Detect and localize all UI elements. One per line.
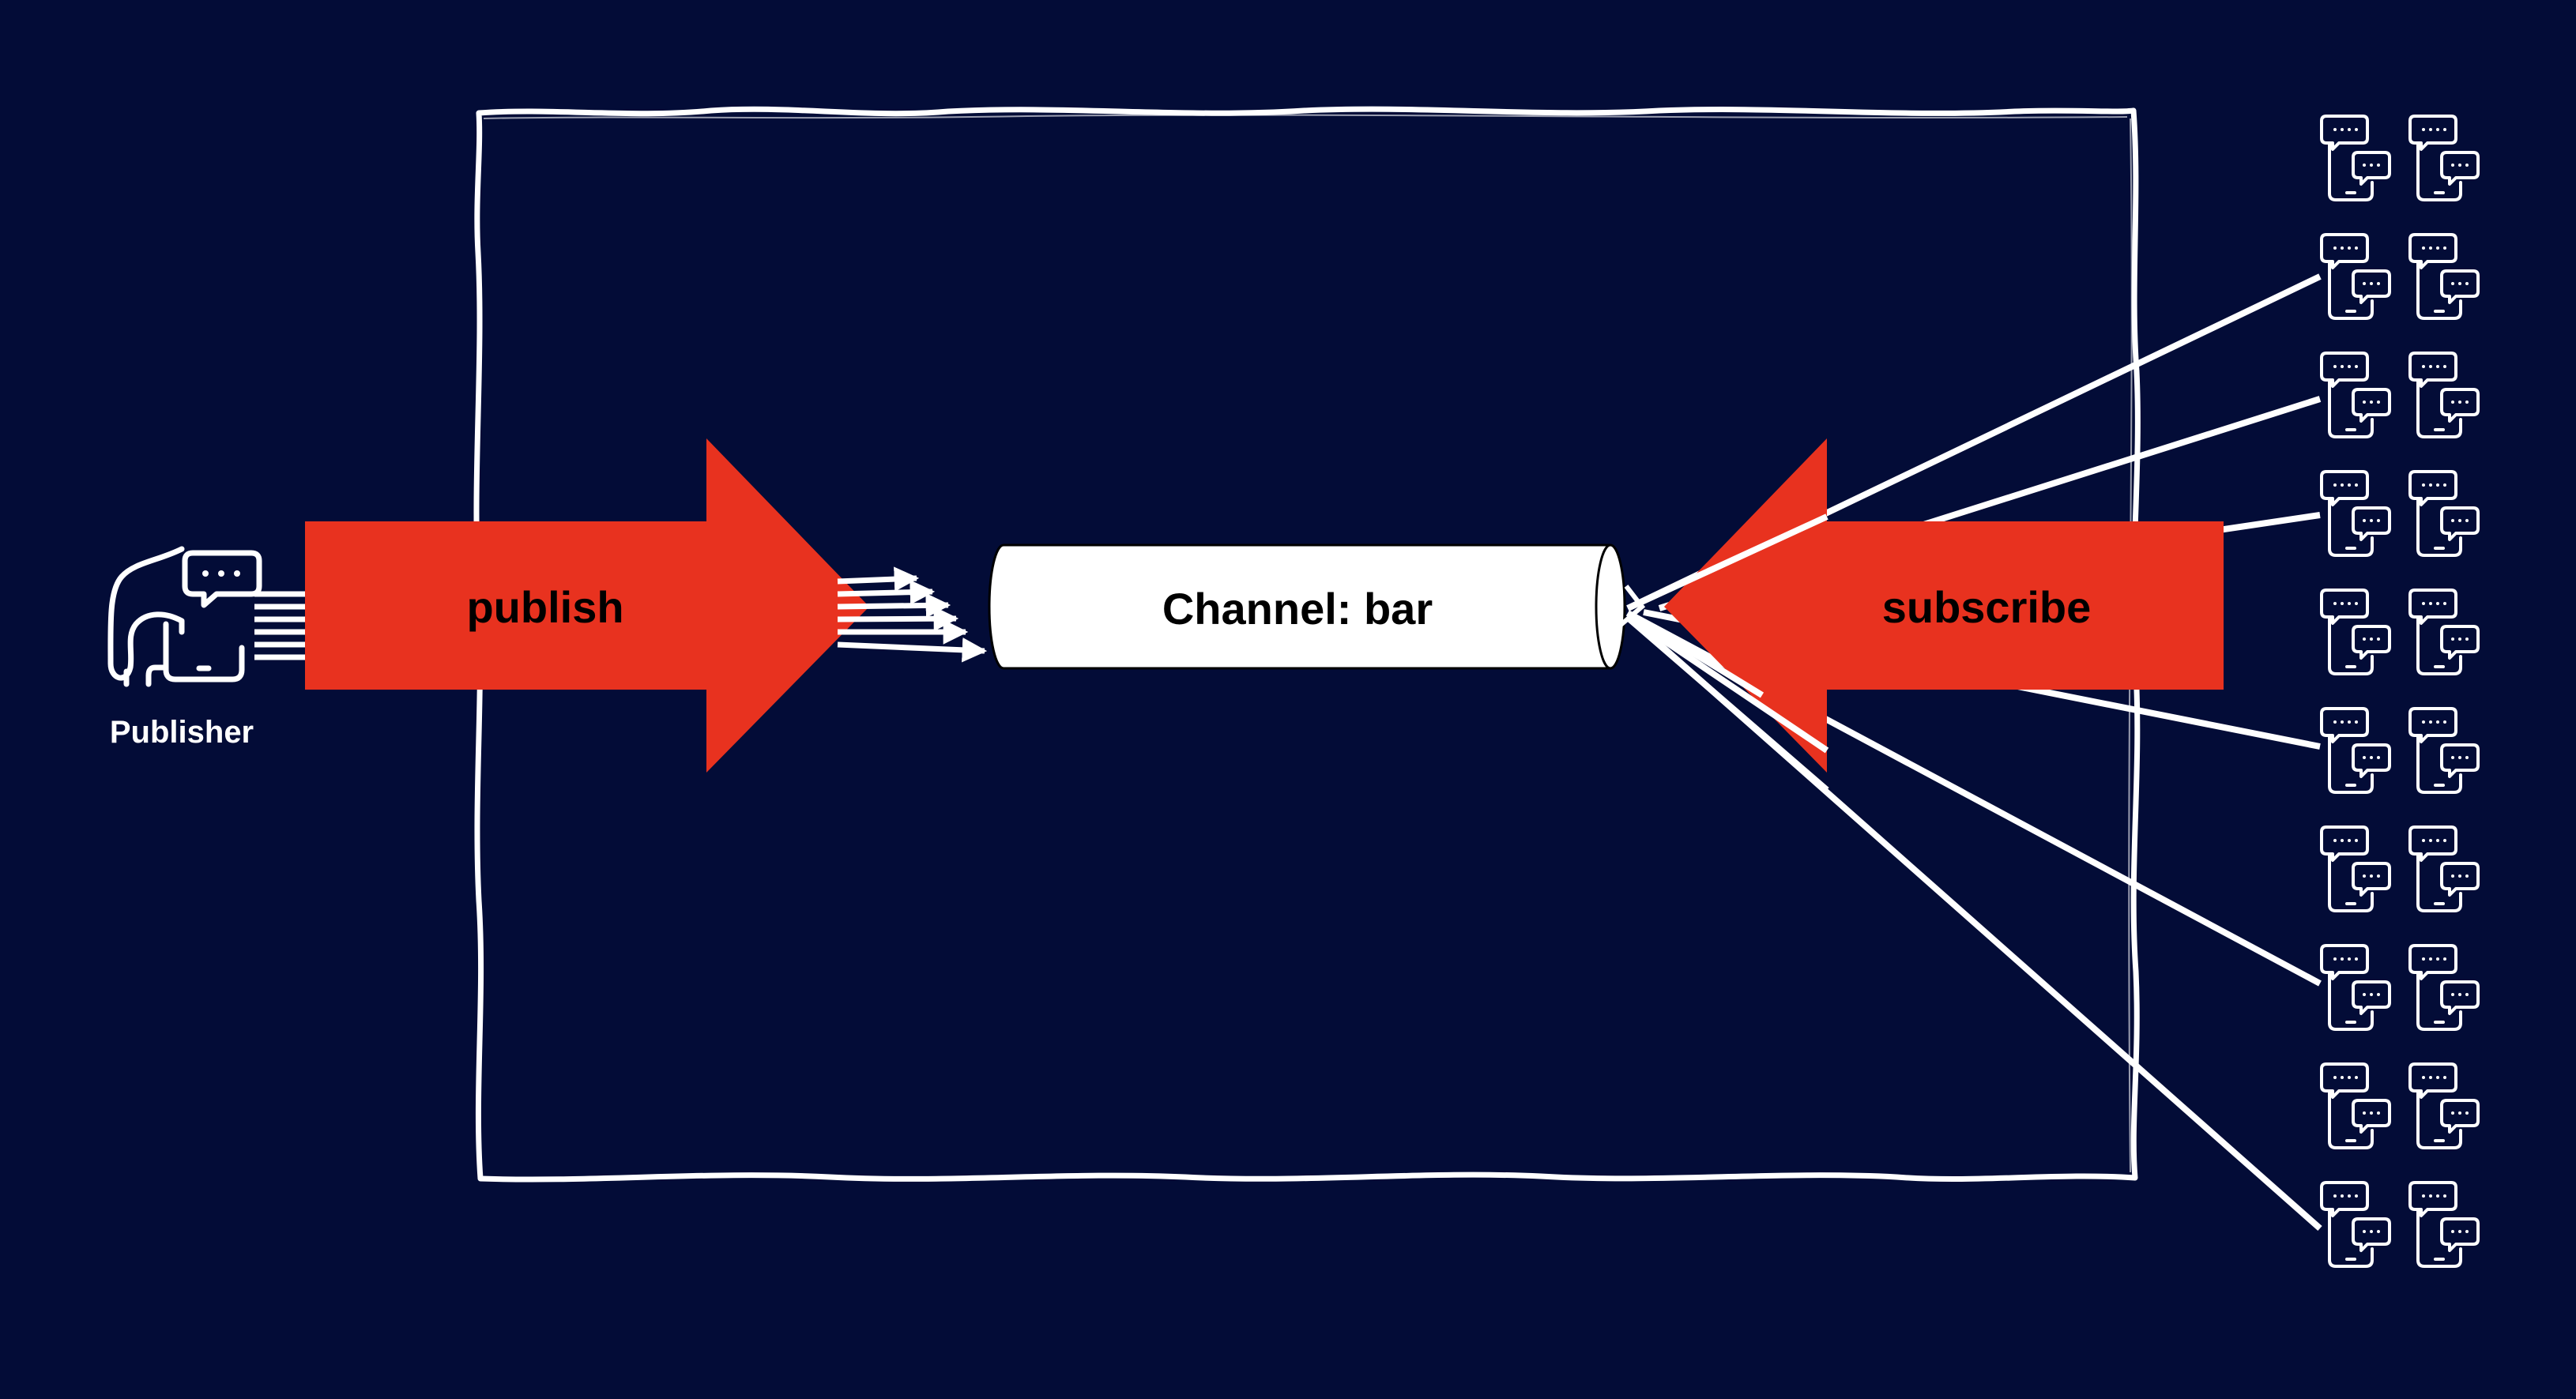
subscriber-phone-icon — [2320, 233, 2391, 320]
subscriber-phone-icon — [2320, 589, 2391, 675]
subscriber-phone-icon — [2408, 589, 2480, 675]
subscriber-phone-icon — [2408, 470, 2480, 557]
system-boundary-box — [473, 106, 2141, 1183]
subscriber-grid — [2320, 115, 2480, 1268]
subscriber-phone-icon — [2408, 233, 2480, 320]
subscriber-phone-icon — [2320, 352, 2391, 438]
subscriber-phone-icon — [2320, 115, 2391, 201]
subscriber-phone-icon — [2320, 825, 2391, 912]
subscribe-arrow: subscribe — [1664, 438, 2224, 773]
subscribe-arrowheads — [1618, 585, 1646, 628]
subscriber-phone-icon — [2408, 115, 2480, 201]
subscriber-phone-icon — [2408, 1181, 2480, 1268]
publish-arrow: publish — [305, 438, 869, 773]
subscriber-phone-icon — [2320, 707, 2391, 794]
subscriber-phone-icon — [2408, 1062, 2480, 1149]
publish-label: publish — [466, 582, 623, 632]
publisher-icon — [107, 546, 262, 687]
subscriber-phone-icon — [2408, 352, 2480, 438]
publisher-label: Publisher — [110, 715, 254, 750]
message-arrows — [837, 566, 988, 663]
subscriber-connection-lines — [1625, 273, 2322, 1231]
subscriber-phone-icon — [2408, 944, 2480, 1031]
publisher-message-lines — [254, 591, 305, 660]
subscriber-phone-icon — [2320, 470, 2391, 557]
channel-label: Channel: bar — [1162, 584, 1433, 634]
subscribe-label: subscribe — [1882, 582, 2092, 632]
subscriber-phone-icon — [2320, 1181, 2391, 1268]
channel-cylinder: Channel: bar — [988, 543, 1626, 670]
subscriber-phone-icon — [2320, 944, 2391, 1031]
subscriber-phone-icon — [2408, 707, 2480, 794]
subscriber-phone-icon — [2408, 825, 2480, 912]
subscriber-phone-icon — [2320, 1062, 2391, 1149]
subscriber-line-ends — [1625, 513, 1829, 793]
